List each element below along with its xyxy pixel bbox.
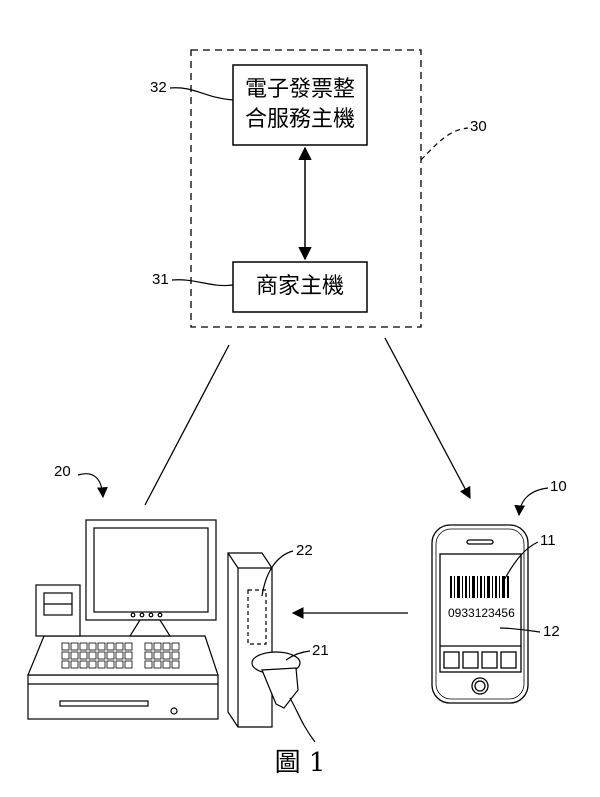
phone-speaker (466, 539, 494, 545)
invoice-host-line-1: 電子發票整 (244, 77, 355, 102)
leader-21 (285, 650, 311, 661)
pc-tower (227, 552, 273, 728)
leader-32 (169, 87, 234, 101)
ref-12: 12 (543, 623, 560, 640)
ref-21: 21 (312, 642, 329, 659)
barcode-scanner (251, 651, 316, 743)
ref-22: 22 (296, 542, 313, 559)
figure-caption: 圖 1 (274, 748, 326, 778)
ref-31: 31 (152, 271, 169, 288)
leader-22 (261, 550, 294, 597)
line-to-pos (144, 344, 230, 506)
leader-20 (77, 473, 108, 499)
keyboard-keys (61, 642, 180, 669)
invoice-host-label: 電子發票整 合服務主機 (233, 75, 367, 135)
ref-32: 32 (150, 79, 167, 96)
leader-11 (502, 541, 539, 583)
leader-12 (499, 627, 541, 633)
arrow-to-phone (384, 337, 471, 500)
leader-30 (420, 127, 469, 161)
system-boundary-dashed (190, 49, 422, 328)
cash-drawer (27, 674, 219, 720)
leader-10 (514, 487, 549, 517)
phone-home-button (471, 677, 489, 695)
smartphone (431, 524, 529, 704)
invoice-host-line-2: 合服務主機 (244, 107, 355, 132)
ref-20: 20 (54, 463, 71, 480)
phone-number-text: 0933123456 (448, 606, 515, 620)
merchant-host-label: 商家主機 (255, 274, 344, 299)
pos-terminal (27, 519, 316, 743)
ref-10: 10 (550, 478, 567, 495)
invoice-host-box (232, 64, 368, 146)
ref-11: 11 (540, 532, 556, 549)
ref-30: 30 (470, 118, 487, 135)
merchant-host-box (232, 261, 368, 313)
phone-barcode (450, 576, 509, 598)
monitor-screen (93, 527, 209, 613)
leader-31 (171, 279, 234, 287)
reader-22 (247, 589, 267, 645)
